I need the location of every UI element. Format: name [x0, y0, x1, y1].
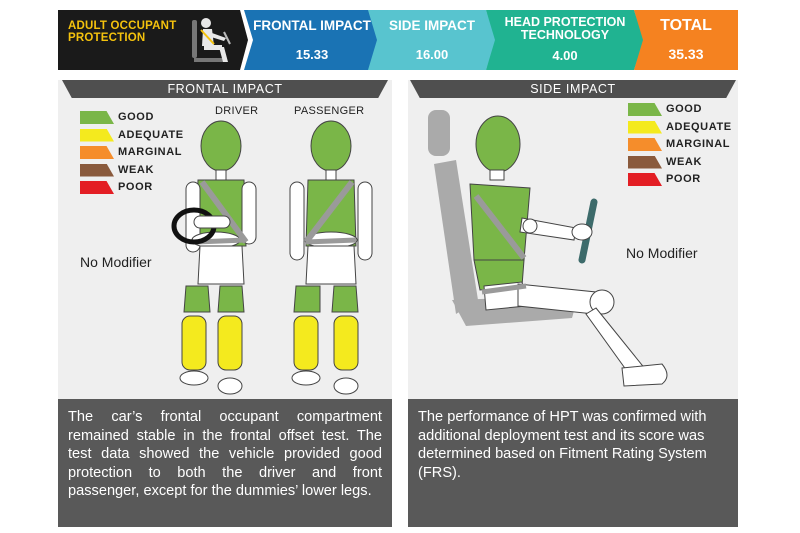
frontal-impact-panel: FRONTAL IMPACT GOOD ADEQUATE MARGINAL WE…: [58, 80, 392, 527]
frontal-impact-score: FRONTAL IMPACT 15.33: [244, 10, 380, 70]
passenger-head: [310, 120, 352, 172]
driver-lower-leg-right: [217, 315, 243, 371]
total-label: TOTAL: [660, 17, 712, 34]
passenger-lower-leg-right: [333, 315, 359, 371]
hpt-value: 4.00: [552, 48, 578, 63]
rating-header-bar: ADULT OCCUPANT PROTECTION FRONTAL IMPACT…: [58, 10, 738, 70]
passenger-upper-leg-left: [293, 285, 321, 313]
driver-upper-leg-left: [183, 285, 211, 313]
frontal-panel-title: FRONTAL IMPACT: [62, 80, 388, 98]
side-impact-value: 16.00: [415, 47, 449, 62]
side-impact-score: SIDE IMPACT 16.00: [368, 10, 496, 70]
total-value: 35.33: [668, 46, 704, 62]
frontal-description: The car’s frontal occupant compartment r…: [58, 399, 392, 527]
driver-dummy-diagram: [171, 120, 257, 395]
side-impact-panel: SIDE IMPACT GOOD ADEQUATE MARGINAL WEAK …: [408, 80, 738, 527]
side-description: The performance of HPT was confirmed wit…: [408, 399, 738, 527]
driver-lower-leg-left: [181, 315, 207, 371]
driver-head: [200, 120, 242, 172]
frontal-impact-label: FRONTAL IMPACT: [253, 18, 371, 33]
seated-occupant-icon: [192, 18, 231, 62]
passenger-label: PASSENGER: [294, 105, 365, 117]
passenger-lower-leg-left: [293, 315, 319, 371]
frontal-impact-value: 15.33: [295, 47, 329, 62]
driver-upper-leg-right: [217, 285, 245, 313]
side-head: [475, 115, 521, 173]
side-impact-label: SIDE IMPACT: [388, 18, 475, 33]
headrest: [428, 110, 450, 156]
passenger-dummy-diagram: [289, 120, 373, 395]
side-modifier: No Modifier: [626, 245, 698, 261]
hpt-label: HEAD PROTECTION TECHNOLOGY: [504, 15, 626, 42]
seat-back: [434, 160, 478, 314]
hpt-score: HEAD PROTECTION TECHNOLOGY 4.00: [486, 10, 644, 70]
total-score: TOTAL 35.33: [634, 10, 738, 70]
frontal-modifier: No Modifier: [80, 254, 152, 270]
side-panel-title: SIDE IMPACT: [410, 80, 736, 98]
section-title-segment: ADULT OCCUPANT PROTECTION: [58, 10, 248, 70]
section-title: ADULT OCCUPANT PROTECTION: [68, 20, 177, 44]
passenger-upper-leg-right: [331, 285, 359, 313]
driver-label: DRIVER: [215, 105, 259, 117]
side-dummy-diagram: [428, 110, 668, 387]
